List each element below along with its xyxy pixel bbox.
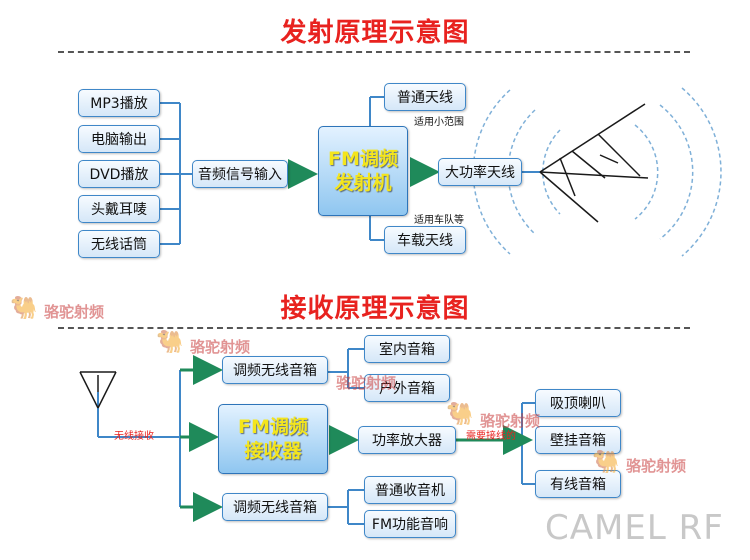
wall-speaker-box: 壁挂音箱 bbox=[535, 426, 621, 454]
antenna-high-power-box: 大功率天线 bbox=[438, 158, 522, 186]
camel-logo-icon: 🐫 bbox=[446, 402, 474, 427]
brand-logo-text: CAMEL RF bbox=[545, 508, 724, 548]
camel-logo-icon: 🐫 bbox=[156, 330, 184, 355]
receiver-label-1: FM调频 bbox=[238, 416, 308, 438]
antenna-vehicle-box: 车载天线 bbox=[384, 226, 466, 254]
transmitter-label-1: FM调频 bbox=[328, 148, 398, 170]
ceiling-speaker-box: 吸顶喇叭 bbox=[535, 389, 621, 417]
transmit-divider bbox=[58, 51, 690, 53]
transmit-title: 发射原理示意图 bbox=[280, 18, 470, 48]
needs-wiring-label: 需要接线的 bbox=[466, 431, 516, 442]
antenna-regular-box: 普通天线 bbox=[384, 83, 466, 111]
power-amp-box: 功率放大器 bbox=[358, 426, 456, 454]
watermark-brand-4: 骆驼射频 bbox=[480, 412, 541, 430]
fm-receiver-box: FM调频 接收器 bbox=[218, 404, 328, 474]
transmitter-label-2: 发射机 bbox=[334, 172, 392, 194]
source-headset: 头戴耳唛 bbox=[78, 195, 160, 223]
wireless-receive-label: 无线接收 bbox=[114, 431, 154, 442]
source-wireless-mic: 无线话筒 bbox=[78, 230, 160, 258]
fm-audio-box: FM功能音响 bbox=[364, 510, 456, 538]
receive-title: 接收原理示意图 bbox=[280, 294, 470, 324]
camel-logo-icon: 🐫 bbox=[592, 450, 620, 475]
source-mp3: MP3播放 bbox=[78, 89, 160, 117]
directional-antenna-icon bbox=[539, 103, 649, 223]
indoor-speaker-box: 室内音箱 bbox=[364, 335, 450, 363]
fm-speaker-top-box: 调频无线音箱 bbox=[222, 356, 328, 384]
watermark-brand-1: 骆驼射频 bbox=[44, 303, 105, 321]
watermark-brand-5: 骆驼射频 bbox=[626, 457, 687, 475]
source-dvd: DVD播放 bbox=[78, 160, 160, 188]
watermark-brand-2: 骆驼射频 bbox=[190, 338, 251, 356]
regular-radio-box: 普通收音机 bbox=[364, 476, 456, 504]
receive-divider bbox=[58, 327, 690, 329]
watermark-brand-3: 骆驼射频 bbox=[336, 374, 397, 392]
fm-transmitter-box: FM调频 发射机 bbox=[318, 126, 408, 216]
receive-antenna-icon bbox=[79, 371, 117, 409]
source-pc: 电脑输出 bbox=[78, 125, 160, 153]
outdoor-speaker-box: 户外音箱 bbox=[364, 374, 450, 402]
wired-speaker-box: 有线音箱 bbox=[535, 470, 621, 498]
audio-input-box: 音频信号输入 bbox=[192, 160, 288, 188]
receiver-label-2: 接收器 bbox=[244, 440, 302, 462]
fm-speaker-bottom-box: 调频无线音箱 bbox=[222, 493, 328, 521]
note-small-range: 适用小范围 bbox=[414, 117, 464, 128]
note-fleet: 适用车队等 bbox=[414, 215, 464, 226]
camel-logo-icon: 🐫 bbox=[10, 296, 38, 321]
